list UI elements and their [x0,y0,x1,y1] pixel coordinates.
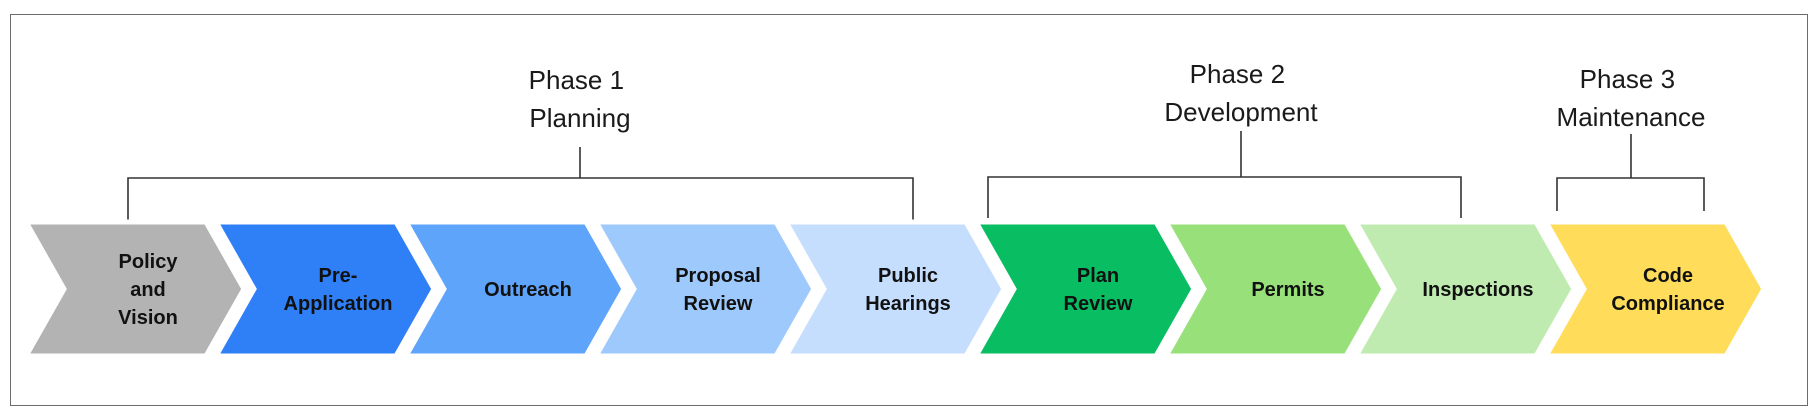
step-label-line: Review [684,293,753,315]
step-label: Inspections [1422,279,1533,301]
step-label: Outreach [484,279,572,301]
phase-1-title: Planning [529,103,630,133]
step-label-line: Outreach [484,279,572,301]
step-label: Permits [1251,279,1324,301]
step-chevron [1351,219,1577,359]
step-chevron [211,219,437,359]
step-label-line: Policy [119,251,179,273]
phase-2-number: Phase 2 [1190,59,1285,89]
step-chevron [1541,219,1767,359]
step-permits: Permits [1161,219,1387,359]
step-chevron [591,219,817,359]
step-label-line: Pre- [319,265,358,287]
step-inspections: Inspections [1351,219,1577,359]
phase-2-label: Phase 2 Development [1164,59,1318,127]
step-chevron [781,219,1007,359]
step-label-line: Application [284,293,393,315]
step-label-line: Vision [118,307,178,329]
step-chevron [401,219,627,359]
step-label-line: Inspections [1422,279,1533,301]
step-label-line: Permits [1251,279,1324,301]
phase-3-label: Phase 3 Maintenance [1557,64,1706,132]
step-label-line: Code [1643,265,1693,287]
step-label-line: Plan [1077,265,1119,287]
step-label: Pre- Application [284,265,393,315]
step-label-line: Compliance [1611,293,1724,315]
step-label-line: and [130,279,166,301]
step-chevron [21,219,247,359]
phase-2-bracket [987,131,1462,218]
phase-1-label: Phase 1 Planning [529,65,632,133]
step-label-line: Proposal [675,265,761,287]
phase-3-title: Maintenance [1557,102,1706,132]
step-label-line: Public [878,265,938,287]
step-chevron [1161,219,1387,359]
step-pre-application: Pre- Application [211,219,437,359]
phase-3-number: Phase 3 [1580,64,1675,94]
step-label-line: Hearings [865,293,951,315]
phase-2-title: Development [1164,97,1318,127]
step-outreach: Outreach [401,219,627,359]
phase-1-number: Phase 1 [529,65,624,95]
phase-3-bracket [1556,134,1705,211]
step-chevron [971,219,1197,359]
diagram-frame [10,14,1808,406]
step-label-line: Review [1064,293,1133,315]
phase-1-bracket [127,147,914,222]
